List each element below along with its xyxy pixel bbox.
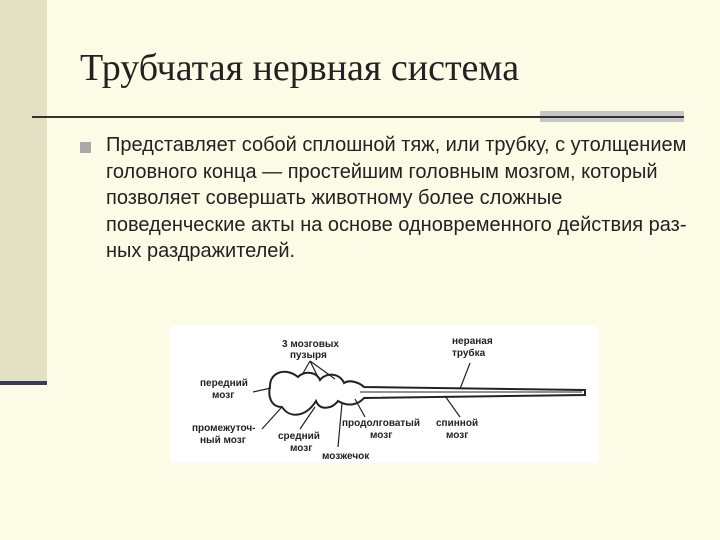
leader-forebrain: [252, 387, 272, 393]
leader-tube: [459, 362, 471, 390]
label-tube-line2: трубка: [452, 347, 486, 359]
label-medulla-line2: мозг: [370, 430, 392, 441]
label-spinal-line1: спинной: [436, 418, 478, 429]
bullet-marker: [80, 142, 91, 153]
slide-title: Трубчатая нервная система: [80, 47, 520, 89]
leader-mid: [299, 406, 316, 430]
label-inter-line2: ный мозг: [200, 435, 246, 446]
label-forebrain-line2: мозг: [212, 390, 234, 401]
leader-medulla: [354, 398, 366, 418]
title-rule-accent-bottom: [540, 118, 684, 122]
label-forebrain-line1: передний: [200, 378, 248, 389]
leader-cerebellum: [337, 402, 343, 448]
label-inter-line1: промежуточ-: [192, 423, 256, 434]
leader-spinal: [444, 395, 461, 418]
bullet-text: Представляет собой сплошной тяж, или тру…: [106, 134, 687, 262]
label-spinal-line2: мозг: [446, 430, 468, 441]
leader-inter: [261, 407, 282, 430]
label-bubbles-line1: 3 мозговых: [282, 339, 339, 350]
title-rule: [32, 116, 684, 118]
label-mid-line1: средний: [278, 431, 320, 442]
label-bubbles-line2: пузыря: [290, 350, 327, 361]
label-mid-line2: мозг: [290, 443, 312, 454]
label-medulla-line1: продолговатый: [342, 418, 420, 429]
leader-bubbles: [301, 360, 336, 380]
side-accent-bar: [0, 0, 47, 384]
label-tube-line1: нерaная: [452, 336, 493, 347]
label-cerebellum: мозжечок: [322, 451, 370, 462]
neural-tube-diagram: 3 мозговых пузыря нерaная трубка передни…: [170, 325, 598, 463]
neural-tube-outline: [268, 370, 586, 416]
side-accent-bar-end: [0, 381, 47, 385]
title-rule-accent-top: [540, 111, 684, 116]
neural-tube-drawing: 3 мозговых пузыря нерaная трубка передни…: [192, 336, 586, 462]
